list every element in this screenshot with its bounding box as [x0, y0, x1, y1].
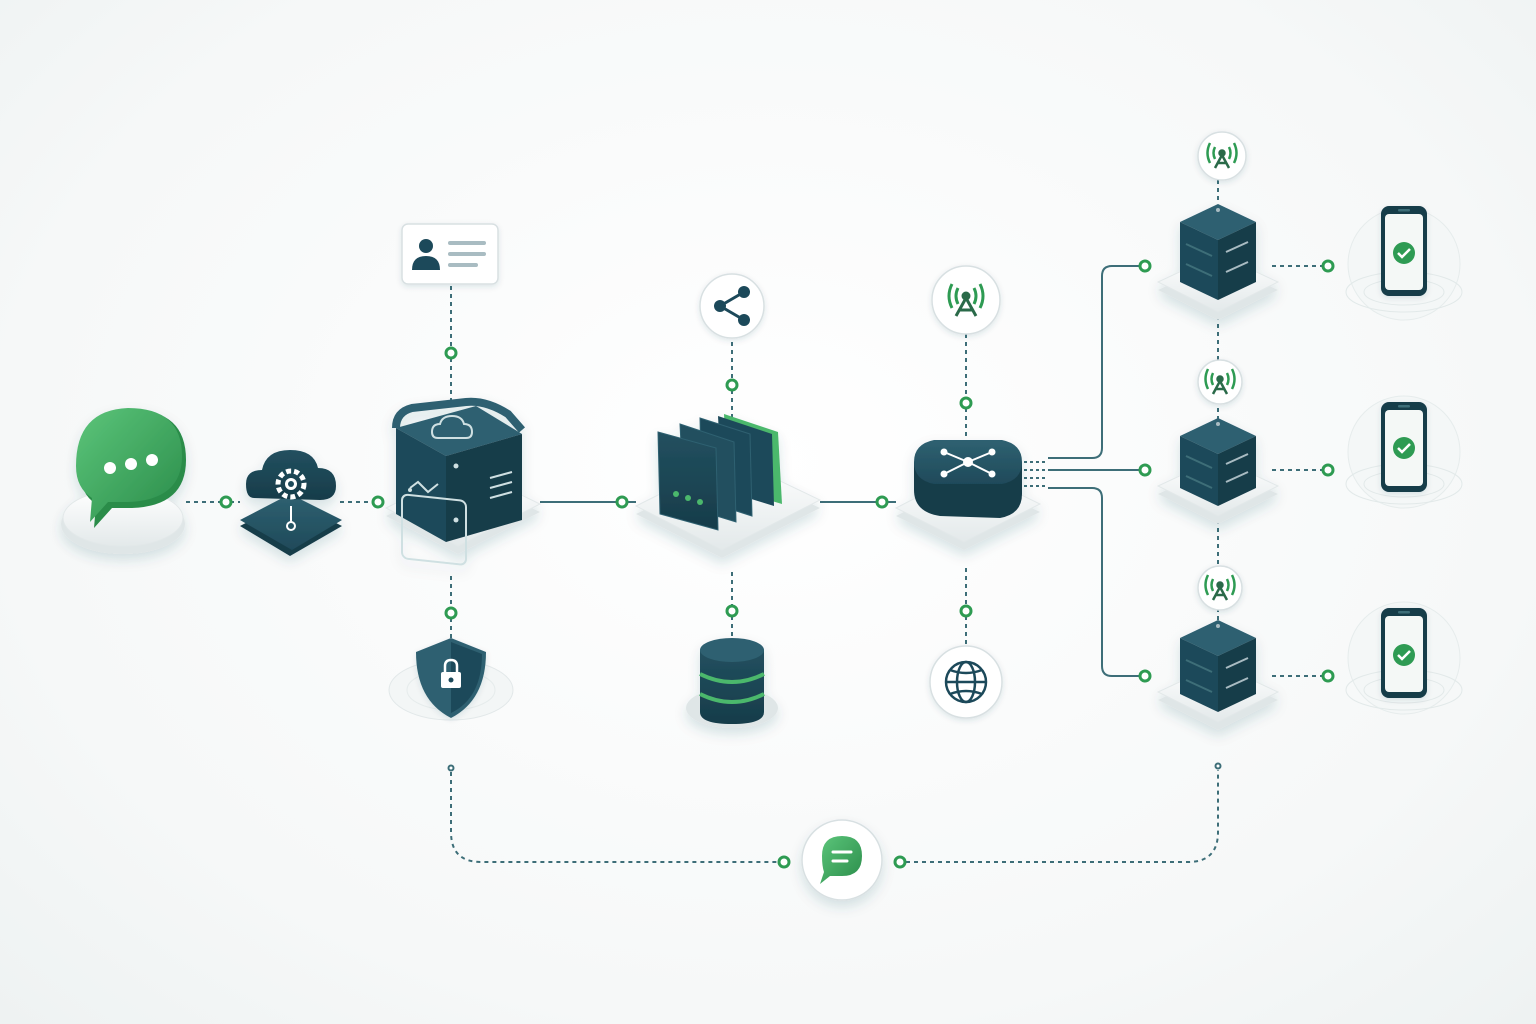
chat-bubble-icon	[76, 408, 186, 528]
smartphone-check-icon	[1381, 402, 1427, 492]
antenna-icon	[947, 283, 985, 317]
server-icon	[1180, 204, 1256, 300]
antenna-icon	[1206, 142, 1238, 169]
satellite-security-shield[interactable]	[388, 638, 514, 721]
satellite-antenna-3[interactable]	[1197, 565, 1243, 611]
node-phone-1[interactable]	[1345, 206, 1463, 321]
smartphone-check-icon	[1381, 206, 1427, 296]
server-icon	[1180, 620, 1256, 712]
feedback-arrow-tips	[447, 762, 1222, 772]
satellite-globe[interactable]	[929, 645, 1003, 719]
node-phone-2[interactable]	[1345, 395, 1463, 509]
database-icon	[699, 638, 765, 724]
satellite-antenna-hub[interactable]	[931, 265, 1001, 335]
node-edge-server-2[interactable]	[1156, 418, 1280, 524]
smartphone-check-icon	[1381, 608, 1427, 698]
user-id-card-icon	[412, 239, 486, 270]
node-edge-server-1[interactable]	[1156, 204, 1280, 320]
globe-icon	[944, 660, 988, 704]
node-message-queue[interactable]	[634, 414, 822, 558]
stacked-panels-icon	[657, 414, 782, 531]
shield-lock-icon	[416, 638, 486, 718]
satellite-user-card[interactable]	[401, 223, 499, 285]
node-cloud-server[interactable]	[384, 397, 542, 566]
node-edge-server-3[interactable]	[1156, 620, 1280, 730]
node-chat-bubble[interactable]	[61, 408, 186, 554]
server-icon	[1180, 418, 1256, 506]
network-hub-icon	[914, 440, 1022, 518]
cloud-gear-icon	[246, 450, 336, 531]
message-icon	[820, 836, 862, 884]
node-phone-3[interactable]	[1345, 601, 1463, 715]
satellite-antenna-2[interactable]	[1197, 359, 1243, 405]
node-cloud-settings[interactable]	[240, 450, 342, 556]
node-router-hub[interactable]	[894, 440, 1042, 550]
share-icon	[714, 286, 750, 326]
satellite-share[interactable]	[699, 273, 765, 339]
cloud-server-icon	[392, 397, 526, 566]
connection-dots	[219, 259, 1335, 869]
satellite-database[interactable]	[686, 638, 778, 728]
antenna-icon	[1204, 368, 1236, 395]
satellite-antenna-1[interactable]	[1197, 131, 1247, 181]
satellite-feedback-chat[interactable]	[801, 819, 883, 901]
antenna-icon	[1204, 574, 1236, 601]
